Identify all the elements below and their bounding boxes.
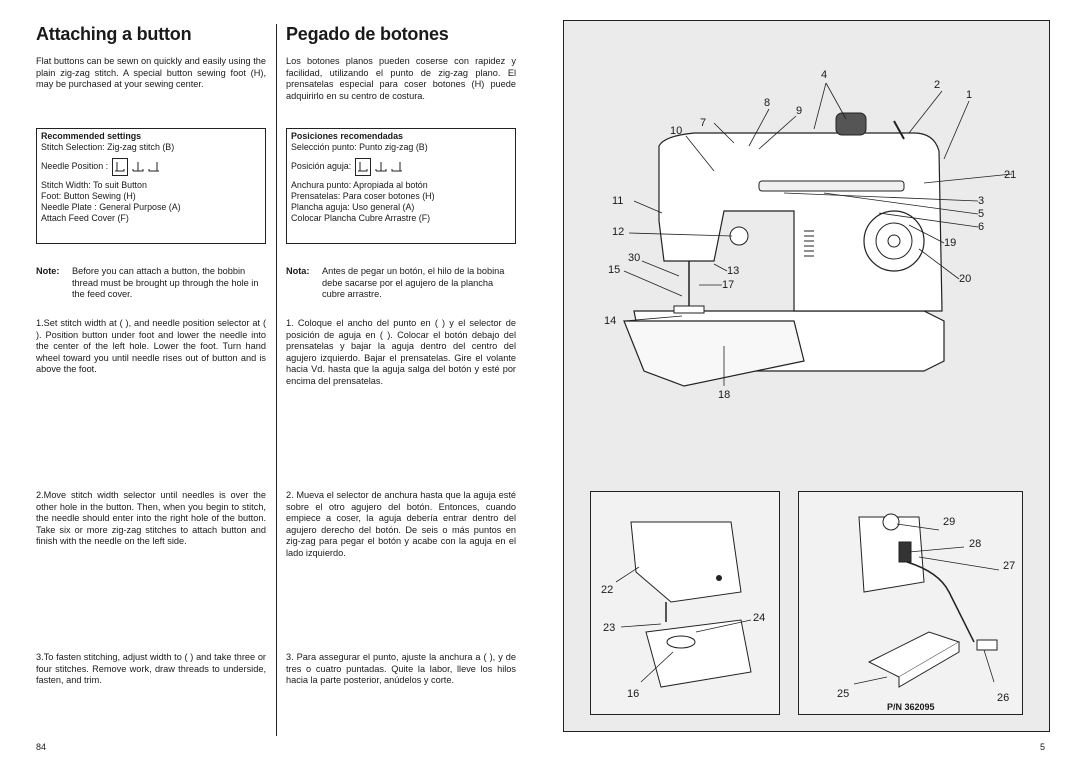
callout-2: 2 bbox=[934, 79, 941, 91]
callout-13: 13 bbox=[727, 265, 740, 277]
callout-19: 19 bbox=[944, 237, 957, 249]
callout-12: 12 bbox=[612, 226, 625, 238]
en-step-2: 2.Move stitch width selector until needl… bbox=[36, 490, 266, 547]
es-settings-title: Posiciones recomendadas bbox=[291, 131, 403, 141]
callout-15: 15 bbox=[608, 264, 621, 276]
callout-22: 22 bbox=[601, 584, 614, 596]
inset-foot-control: 29 28 27 25 26 P/N 362095 bbox=[798, 491, 1023, 715]
es-note: Nota: Antes de pegar un botón, el hilo d… bbox=[286, 266, 516, 301]
callout-16: 16 bbox=[627, 688, 640, 700]
callout-27: 27 bbox=[1003, 560, 1016, 572]
es-settings-box: Posiciones recomendadas Selección punto:… bbox=[286, 128, 516, 244]
column-divider bbox=[276, 24, 277, 736]
callout-10: 10 bbox=[670, 125, 683, 137]
es-step-2: 2. Mueva el selector de anchura hasta qu… bbox=[286, 490, 516, 558]
es-stitch-width: Anchura punto: Apropiada al botón bbox=[291, 179, 428, 190]
en-settings-title: Recommended settings bbox=[41, 131, 142, 141]
callout-6: 6 bbox=[978, 221, 985, 233]
es-needle-row: Posición aguja: bbox=[291, 154, 511, 180]
es-note-text: Antes de pegar un botón, el hilo de la b… bbox=[322, 266, 505, 300]
es-step-3: 3. Para assegurar el punto, ajuste la an… bbox=[286, 652, 516, 686]
foot-control-illustration bbox=[853, 513, 1000, 688]
es-note-label: Nota: bbox=[286, 266, 310, 276]
callout-21: 21 bbox=[1004, 169, 1017, 181]
page-number-left: 84 bbox=[36, 742, 47, 752]
part-number: P/N 362095 bbox=[887, 702, 935, 712]
es-step-1: 1. Coloque el ancho del punto en ( ) y e… bbox=[286, 318, 516, 386]
es-needle-label: Posición aguja: bbox=[291, 160, 352, 171]
en-note: Note: Before you can attach a button, th… bbox=[36, 266, 266, 301]
callout-7: 7 bbox=[700, 117, 707, 129]
callout-30: 30 bbox=[628, 252, 641, 264]
en-step-3: 3.To fasten stitching, adjust width to (… bbox=[36, 652, 266, 686]
needle-right-icon bbox=[391, 161, 403, 173]
callout-5: 5 bbox=[978, 208, 985, 220]
callout-17: 17 bbox=[722, 279, 735, 291]
es-attach-feed: Colocar Plancha Cubre Arrastre (F) bbox=[291, 213, 431, 224]
en-note-label: Note: bbox=[36, 266, 60, 276]
figure-panel: 4 2 1 8 9 7 10 21 11 3 5 6 12 19 30 15 1… bbox=[563, 20, 1050, 732]
button-sewing-closeup bbox=[615, 521, 752, 688]
callout-20: 20 bbox=[959, 273, 972, 285]
callout-28: 28 bbox=[969, 538, 982, 550]
en-stitch-width: Stitch Width: To suit Button bbox=[41, 179, 147, 190]
needle-right-icon bbox=[148, 161, 160, 173]
en-foot: Foot: Button Sewing (H) bbox=[41, 190, 136, 201]
es-needle-plate: Plancha aguja: Uso general (A) bbox=[291, 202, 415, 213]
callout-25: 25 bbox=[837, 688, 850, 700]
callout-9: 9 bbox=[796, 105, 803, 117]
en-note-text: Before you can attach a button, the bobb… bbox=[72, 266, 259, 300]
en-needle-row: Needle Position : bbox=[41, 154, 261, 180]
needle-left-selected-icon bbox=[112, 157, 129, 176]
needle-left-selected-icon bbox=[355, 157, 372, 176]
callout-8: 8 bbox=[764, 97, 771, 109]
en-stitch-selection: Stitch Selection: Zig-zag stitch (B) bbox=[41, 142, 175, 153]
callout-18: 18 bbox=[718, 389, 731, 401]
en-title: Attaching a button bbox=[36, 24, 192, 44]
needle-center-icon bbox=[132, 161, 144, 173]
callout-23: 23 bbox=[603, 622, 616, 634]
sewing-machine-illustration bbox=[623, 82, 1013, 387]
es-intro: Los botones planos pueden coserse con ra… bbox=[286, 56, 516, 101]
page-number-right: 5 bbox=[1040, 742, 1046, 752]
es-title: Pegado de botones bbox=[286, 24, 449, 44]
callout-26: 26 bbox=[997, 692, 1010, 704]
callout-29: 29 bbox=[943, 516, 956, 528]
en-settings-box: Recommended settings Stitch Selection: Z… bbox=[36, 128, 266, 244]
callout-24: 24 bbox=[753, 612, 766, 624]
en-needle-plate: Needle Plate : General Purpose (A) bbox=[41, 202, 181, 213]
es-stitch-selection: Selección punto: Punto zig-zag (B) bbox=[291, 142, 428, 153]
callout-14: 14 bbox=[604, 315, 617, 327]
callout-4: 4 bbox=[821, 69, 828, 81]
callout-11: 11 bbox=[612, 195, 624, 207]
callout-1: 1 bbox=[966, 89, 973, 101]
en-attach-feed: Attach Feed Cover (F) bbox=[41, 213, 129, 224]
en-step-1: 1.Set stitch width at ( ), and needle po… bbox=[36, 318, 266, 375]
needle-center-icon bbox=[375, 161, 387, 173]
inset-button-sewing: 22 24 23 16 bbox=[590, 491, 780, 715]
en-intro: Flat buttons can be sewn on quickly and … bbox=[36, 56, 266, 90]
es-foot: Prensatelas: Para coser botones (H) bbox=[291, 190, 435, 201]
callout-3: 3 bbox=[978, 195, 985, 207]
en-needle-label: Needle Position : bbox=[41, 160, 109, 171]
